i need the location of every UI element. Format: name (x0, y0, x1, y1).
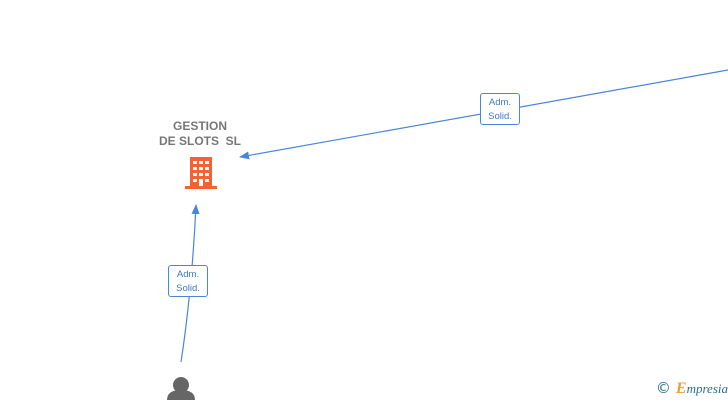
copyright-icon: © (655, 379, 671, 397)
edge-label-line1: Adm. (176, 269, 200, 280)
edge-label-line2: Solid. (176, 283, 200, 294)
empresia-watermark: ©Empresia (656, 379, 728, 397)
brand-name: mpresia (686, 381, 728, 396)
building-icon[interactable] (185, 157, 217, 189)
edge-label-person[interactable]: Adm. Solid. (168, 265, 208, 297)
edge-label-line2: Solid. (488, 111, 512, 122)
company-name[interactable]: GESTION DE SLOTS SL (140, 119, 260, 149)
brand-initial: E (675, 380, 687, 397)
edge-label-line1: Adm. (488, 97, 512, 108)
company-name-line1: GESTION (172, 119, 227, 133)
edge-label-top-right[interactable]: Adm. Solid. (480, 93, 520, 125)
company-name-line2: DE SLOTS SL (158, 134, 241, 148)
person-icon[interactable] (167, 377, 195, 400)
